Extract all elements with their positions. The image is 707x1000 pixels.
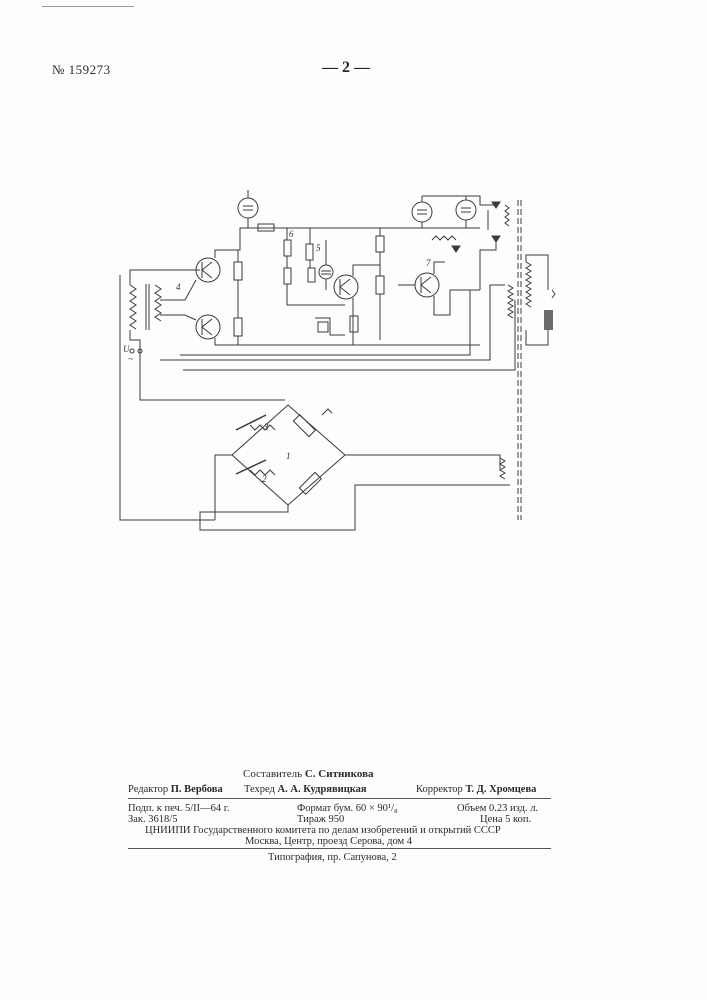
imprint-rule-bottom: [128, 848, 551, 849]
price: Цена 5 коп.: [480, 814, 531, 825]
corrector-name: Т. Д. Хромцева: [465, 784, 536, 795]
node-4-label: 4: [176, 282, 181, 292]
node-6-label: 6: [289, 229, 294, 239]
input-transformer: [120, 270, 285, 520]
techeditor-name: А. А. Кудрявицкая: [278, 784, 367, 795]
print-run: Тираж 950: [297, 814, 344, 825]
node-3-label: 3: [263, 422, 269, 432]
supply-ac-label: ~: [128, 354, 133, 364]
imprint-rule-top: [128, 798, 551, 799]
supply-voltage-label: U: [123, 344, 130, 354]
transistor-middle: [334, 275, 358, 299]
paper-format: Формат бум. 60 × 90¹/₈: [297, 803, 398, 814]
capacitor-top-right: [456, 196, 476, 228]
techeditor-label: Техред: [244, 784, 275, 795]
publisher: ЦНИИПИ Государственного комитета по дела…: [145, 825, 501, 836]
transistor-right: [415, 273, 439, 297]
compiler-line: Составитель С. Ситникова: [243, 768, 374, 780]
corrector-label: Корректор: [416, 784, 463, 795]
order-number: Зак. 3618/5: [128, 814, 177, 825]
editor-line: Редактор П. Вербова: [128, 784, 223, 795]
techeditor-line: Техред А. А. Кудрявицкая: [244, 784, 367, 795]
signed-date: Подп. к печ. 5/II—64 г.: [128, 803, 230, 814]
address: Москва, Центр, проезд Серова, дом 4: [245, 836, 412, 847]
transistor-lower: [196, 315, 220, 339]
printer: Типография, пр. Сапунова, 2: [268, 852, 397, 863]
capacitor-top-left: [238, 190, 258, 228]
node-1-label: 1: [286, 451, 291, 461]
compiler-label: Составитель: [243, 768, 302, 780]
capacitor-top-middle: [412, 196, 432, 228]
volume: Объем 0.23 изд. л.: [457, 803, 538, 814]
corrector-line: Корректор Т. Д. Хромцева: [416, 784, 536, 795]
editor-name: П. Вербова: [171, 784, 223, 795]
compiler-name: С. Ситникова: [305, 768, 374, 780]
node-5-label: 5: [316, 243, 321, 253]
node-2-label: 2: [262, 474, 267, 484]
editor-label: Редактор: [128, 784, 168, 795]
node-7-label: 7: [426, 258, 431, 268]
